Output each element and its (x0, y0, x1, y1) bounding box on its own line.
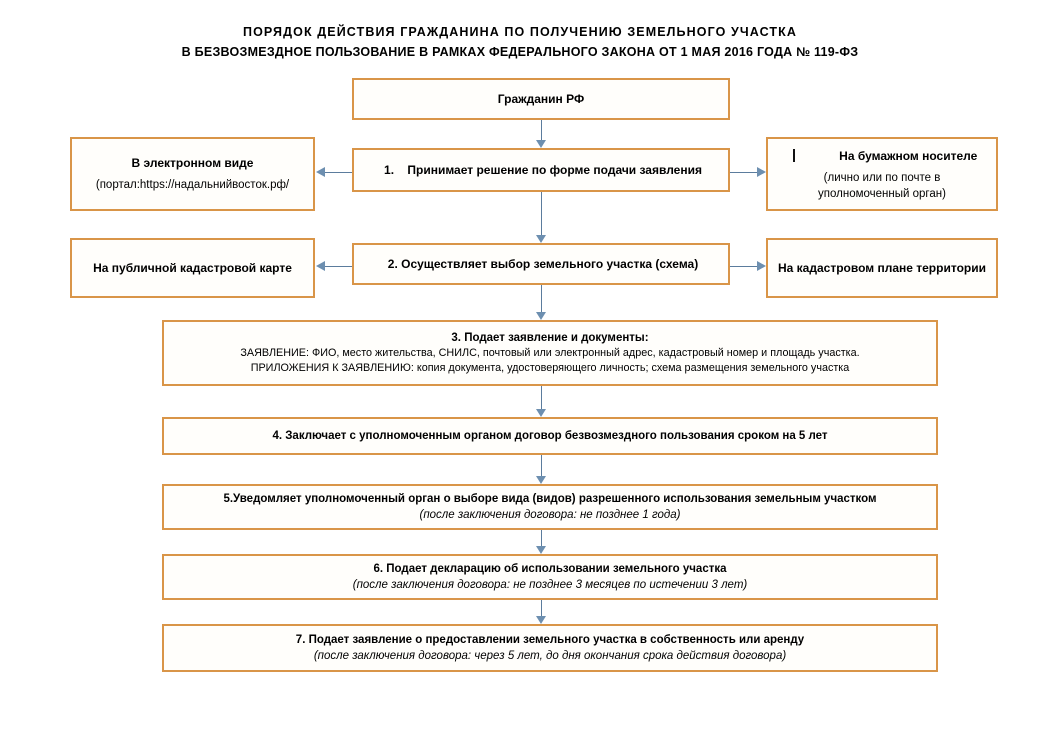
node-step4: 4. Заключает с уполномоченным органом до… (162, 417, 938, 455)
node-step5-heading: 5.Уведомляет уполномоченный орган о выбо… (223, 493, 877, 505)
connector-step2-to-step3 (541, 285, 542, 312)
node-paper-sub-line1: (лично или по почте в (823, 171, 941, 184)
text-caret-icon (792, 148, 795, 162)
connector-step1-to-electronic (325, 172, 352, 173)
arrow-right-step1-paper (757, 167, 766, 177)
arrow-down-step4-step5 (536, 476, 546, 484)
node-step2: 2. Осуществляет выбор земельного участка… (352, 243, 730, 285)
node-paper-heading: На бумажном носителе (839, 148, 978, 163)
page-title: ПОРЯДОК ДЕЙСТВИЯ ГРАЖДАНИНА ПО ПОЛУЧЕНИЮ… (140, 22, 900, 62)
node-step6-note: (после заключения договора: не позднее 3… (352, 579, 748, 591)
node-step3: 3. Подает заявление и документы: ЗАЯВЛЕН… (162, 320, 938, 386)
node-citizen-label: Гражданин РФ (497, 91, 585, 106)
connector-step3-to-step4 (541, 386, 542, 409)
node-step1: 1. Принимает решение по форме подачи зая… (352, 148, 730, 192)
arrow-down-step5-step6 (536, 546, 546, 554)
node-cadastral-territory-plan: На кадастровом плане территории (766, 238, 998, 298)
connector-citizen-to-step1 (541, 120, 542, 142)
arrow-down-step6-step7 (536, 616, 546, 624)
node-electronic-heading: В электронном виде (131, 156, 254, 170)
node-step5: 5.Уведомляет уполномоченный орган о выбо… (162, 484, 938, 530)
node-electronic-portal: (портал:https://надальнийвосток.рф/ (95, 179, 290, 191)
node-electronic-form: В электронном виде (портал:https://надал… (70, 137, 315, 211)
node-public-cadastral-map-label: На публичной кадастровой карте (93, 260, 292, 275)
node-step6: 6. Подает декларацию об использовании зе… (162, 554, 938, 600)
connector-step4-to-step5 (541, 455, 542, 476)
connector-step5-to-step6 (541, 530, 542, 546)
node-step7: 7. Подает заявление о предоставлении зем… (162, 624, 938, 672)
node-paper-sub-line2: уполномоченный орган) (818, 187, 946, 200)
node-step5-note: (после заключения договора: не позднее 1… (419, 509, 681, 521)
connector-step2-to-cadmap (325, 266, 352, 267)
title-line-2: В БЕЗВОЗМЕЗДНОЕ ПОЛЬЗОВАНИЕ В РАМКАХ ФЕД… (181, 45, 859, 59)
arrow-right-step2-cadplan (757, 261, 766, 271)
node-step1-label: Принимает решение по форме подачи заявле… (407, 162, 702, 177)
node-step3-line2: ПРИЛОЖЕНИЯ К ЗАЯВЛЕНИЮ: копия документа,… (250, 362, 850, 374)
node-step7-heading: 7. Подает заявление о предоставлении зем… (295, 634, 805, 646)
arrow-left-step2-cadmap (316, 261, 325, 271)
node-citizen: Гражданин РФ (352, 78, 730, 120)
node-step3-heading: 3. Подает заявление и документы: (451, 331, 649, 344)
arrow-down-step3-step4 (536, 409, 546, 417)
node-public-cadastral-map: На публичной кадастровой карте (70, 238, 315, 298)
node-step7-note: (после заключения договора: через 5 лет,… (313, 650, 787, 662)
connector-step1-to-paper (730, 172, 757, 173)
arrow-down-step2-step3 (536, 312, 546, 320)
node-step1-number: 1. (384, 162, 395, 177)
connector-step1-to-step2 (541, 192, 542, 235)
node-cadastral-territory-plan-label: На кадастровом плане территории (778, 260, 986, 275)
connector-step6-to-step7 (541, 600, 542, 616)
node-step6-heading: 6. Подает декларацию об использовании зе… (373, 563, 727, 575)
node-step2-label: 2. Осуществляет выбор земельного участка… (387, 256, 699, 271)
node-paper-heading-row: На бумажном носителе (776, 147, 988, 165)
node-step1-text: 1. Принимает решение по форме подачи зая… (360, 162, 722, 179)
arrow-down-step1-step2 (536, 235, 546, 243)
title-line-1: ПОРЯДОК ДЕЙСТВИЯ ГРАЖДАНИНА ПО ПОЛУЧЕНИЮ… (243, 25, 797, 39)
arrow-left-step1-electronic (316, 167, 325, 177)
connector-step2-to-cadplan (730, 266, 757, 267)
node-step4-label: 4. Заключает с уполномоченным органом до… (272, 430, 828, 442)
node-paper-form: На бумажном носителе (лично или по почте… (766, 137, 998, 211)
arrow-down-citizen-step1 (536, 140, 546, 148)
node-step3-line1: ЗАЯВЛЕНИЕ: ФИО, место жительства, СНИЛС,… (240, 346, 860, 359)
